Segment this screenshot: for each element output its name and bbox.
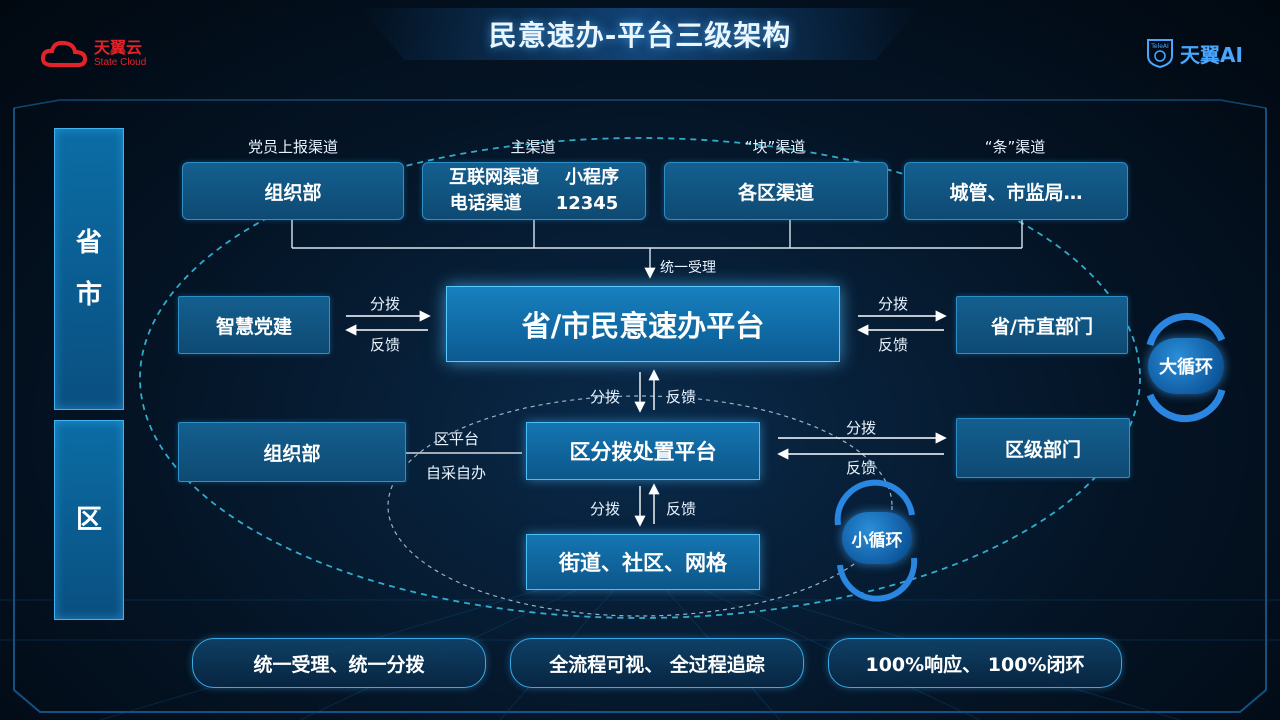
upper-feedback-label: 反馈 [666,388,697,406]
street-community-box: 街道、社区、网格 [526,534,760,590]
channel-label-line: “条”渠道 [984,138,1046,156]
district-dispatch-label: 分拨 [846,419,877,437]
title-banner [360,8,920,60]
district-dept-box: 区级部门 [956,418,1130,478]
smart-party-box: 智慧党建 [178,296,330,354]
channel-box-urban: 城管、市监局… [904,162,1128,220]
unified-accept-label: 统一受理 [660,260,716,276]
district-platform-box: 区分拨处置平台 [526,422,760,480]
cloud-icon [40,40,88,67]
lower-feedback-label: 反馈 [666,500,697,518]
left-dispatch-label: 分拨 [370,295,401,313]
channel-label-block: “块”渠道 [744,138,806,156]
left-feedback-label: 反馈 [370,336,401,354]
right-dispatch-label: 分拨 [878,295,909,313]
self-collect-text: 自采自办 [426,464,487,482]
pill-unified-accept: 统一受理、统一分拨 [192,638,486,688]
big-cycle-badge: 大循环 [1148,338,1224,394]
small-cycle-badge: 小循环 [842,512,912,564]
channel-label-party: 党员上报渠道 [247,138,338,156]
state-cloud-logo: 天翼云 State Cloud [40,36,160,72]
district-feedback-label: 反馈 [846,459,877,477]
phone-channel-text: 电话渠道 [449,193,522,214]
channel-box-main: 互联网渠道 小程序 电话渠道 12345 [422,162,646,220]
level-province-label: 省 [75,228,102,258]
channel-box-org-dept: 组织部 [182,162,404,220]
shield-icon: TeleAI [1147,39,1173,68]
main-channel-row-1: 互联网渠道 小程序 [449,165,619,191]
mini-program-text: 小程序 [565,167,619,188]
channel-box-district: 各区渠道 [664,162,888,220]
big-cycle-ellipse [139,137,1141,619]
lower-dispatch-label: 分拨 [590,500,621,518]
pill-full-tracking: 全流程可视、 全过程追踪 [510,638,804,688]
district-level-bar: 区 [54,420,124,620]
upper-dispatch-label: 分拨 [590,388,621,406]
pill-full-response: 100%响应、 100%闭环 [828,638,1122,688]
district-org-dept-box: 组织部 [178,422,406,482]
teleai-text: 天翼AI [1180,42,1243,67]
small-cycle-ellipse [387,395,893,617]
main-channel-row-2: 电话渠道 12345 [450,191,619,217]
level-city-label: 市 [75,280,102,310]
province-city-level-bar: 省 市 [54,128,124,410]
district-platform-text: 区平台 [434,430,480,448]
right-feedback-label: 反馈 [878,336,909,354]
teleai-badge: TeleAI [1150,43,1169,50]
provincial-dept-box: 省/市直部门 [956,296,1128,354]
teleai-logo: TeleAI 天翼AI [1146,38,1243,68]
logo-en-text: State Cloud [94,57,147,68]
channel-label-main: 主渠道 [510,138,556,156]
internet-channel-text: 互联网渠道 [449,167,539,188]
provincial-platform-box: 省/市民意速办平台 [446,286,840,362]
level-district-label: 区 [75,505,102,535]
hotline-number-text: 12345 [555,193,619,214]
logo-cn-text: 天翼云 [94,38,143,57]
page-title: 民意速办-平台三级架构 [488,19,792,52]
